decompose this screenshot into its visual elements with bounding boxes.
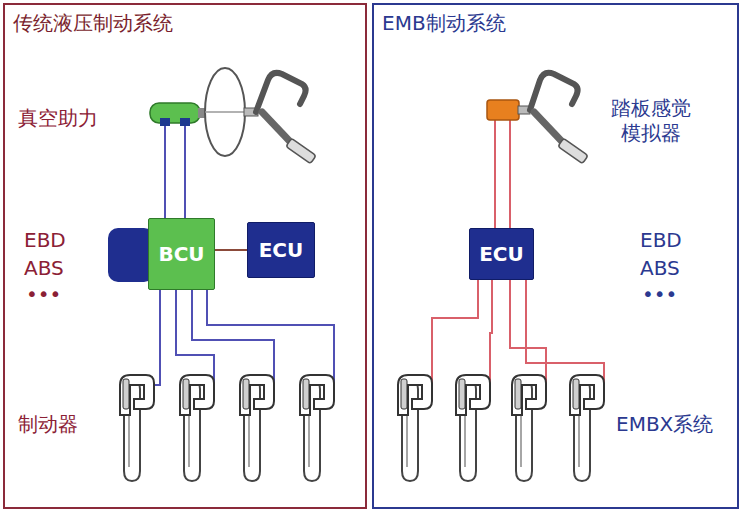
emb-actuator [456, 375, 490, 481]
hydraulic-line [164, 123, 166, 218]
unit-name: BCU [158, 242, 204, 266]
function-label: EBD [24, 228, 66, 253]
hydraulic-line [207, 290, 334, 385]
emb-actuator [570, 375, 604, 481]
hydraulic-line [154, 290, 160, 385]
emb-actuator [512, 375, 546, 481]
hydraulic-line [176, 290, 214, 385]
part-label: 制动器 [18, 412, 78, 437]
part-label: 真空助力 [18, 106, 98, 131]
signal-line [526, 280, 604, 385]
part-label: EMBX系统 [616, 412, 713, 437]
vacuum-booster [150, 68, 258, 156]
panel-title: EMB制动系统 [382, 11, 729, 35]
control-unit-box: ECU [469, 228, 534, 280]
hydraulic-line [184, 123, 186, 218]
brake-symbol [120, 375, 154, 481]
function-label: ABS [640, 256, 680, 281]
signal-line [509, 120, 511, 228]
signal-line [494, 120, 496, 228]
brake-symbol [240, 375, 274, 481]
control-unit-box: ECU [247, 222, 315, 278]
panel-title: 传统液压制动系统 [13, 11, 357, 35]
part-label: 踏板感觉 模拟器 [606, 96, 696, 146]
brake-pedal [256, 73, 316, 164]
ellipsis-label: ••• [26, 282, 61, 307]
function-label: ABS [24, 256, 64, 281]
brake-symbol [300, 375, 334, 481]
signal-line [510, 280, 546, 385]
ellipsis-label: ••• [642, 282, 677, 307]
brake-symbol [180, 375, 214, 481]
emb-actuator [398, 375, 432, 481]
hydraulic-line [192, 290, 274, 385]
unit-name: ECU [259, 238, 304, 262]
control-unit-box: BCU [148, 218, 215, 290]
function-label: EBD [640, 228, 682, 253]
signal-line [432, 280, 478, 385]
signal-line [490, 280, 492, 385]
unit-name: ECU [479, 242, 524, 266]
pedal-simulator [487, 73, 588, 164]
signal-connector [215, 249, 247, 251]
